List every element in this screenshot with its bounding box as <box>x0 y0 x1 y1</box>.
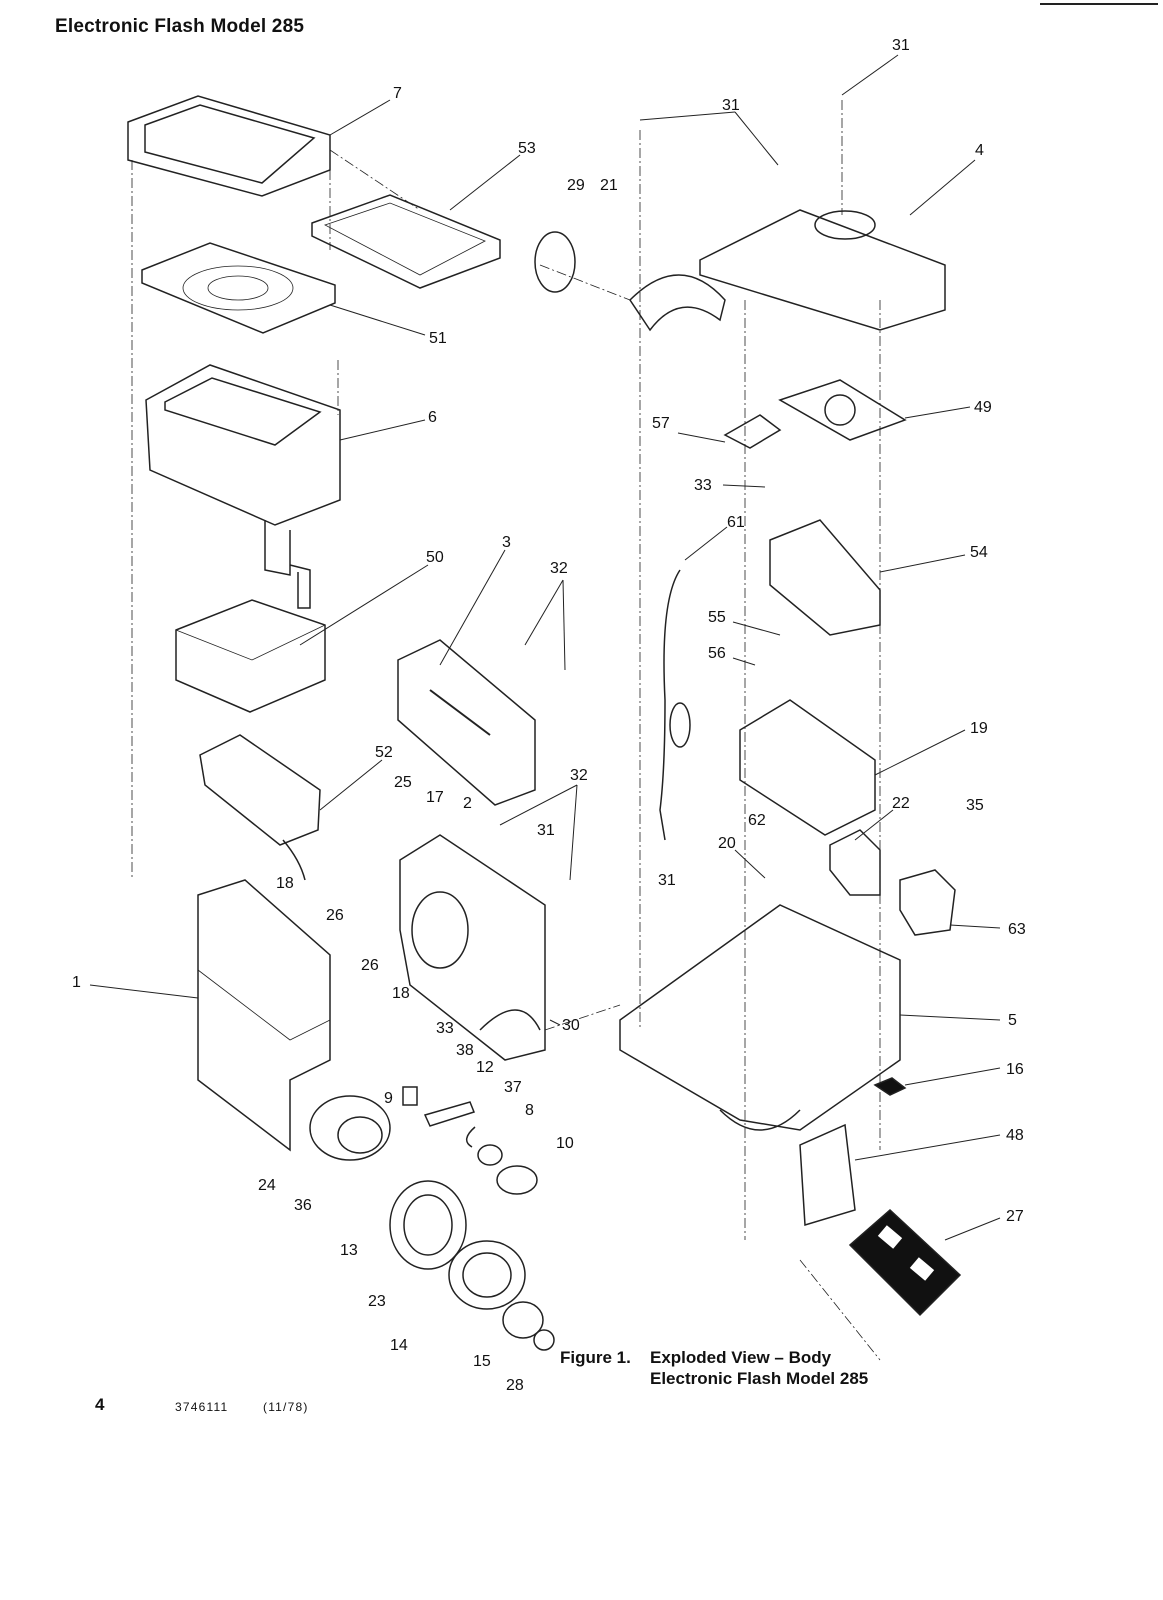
callout-49: 49 <box>974 399 992 416</box>
callout-35: 35 <box>966 797 984 814</box>
part-53-fresnel-grid <box>311 194 501 289</box>
part-4-top-cover <box>629 209 946 332</box>
callout-10: 10 <box>556 1135 574 1152</box>
callout-18-upper: 18 <box>276 875 294 892</box>
callout-29: 29 <box>567 177 585 194</box>
part-3-bracket <box>397 639 536 806</box>
callout-26-upper: 26 <box>326 907 344 924</box>
part-8-button <box>477 1144 503 1166</box>
page-number: 4 <box>95 1395 105 1414</box>
part-51-lens <box>141 242 336 334</box>
callout-50: 50 <box>426 549 444 566</box>
callout-27: 27 <box>1006 1208 1024 1225</box>
part-37-clip <box>466 1126 476 1148</box>
callout-21: 21 <box>600 177 618 194</box>
part-48-cover <box>799 1123 856 1226</box>
callout-38: 38 <box>456 1042 474 1059</box>
figure-caption-line1: Exploded View – Body <box>650 1348 832 1367</box>
callout-14: 14 <box>390 1337 408 1354</box>
callout-56: 56 <box>708 645 726 662</box>
callout-62: 62 <box>748 812 766 829</box>
callout-61: 61 <box>727 514 745 531</box>
callout-25: 25 <box>394 774 412 791</box>
callout-4: 4 <box>975 142 984 159</box>
callout-13: 13 <box>340 1242 358 1259</box>
callout-23: 23 <box>368 1293 386 1310</box>
leader-lines <box>89 54 1001 1241</box>
page-title: Electronic Flash Model 285 <box>55 16 305 37</box>
callout-32-upper: 32 <box>550 560 568 577</box>
callout-24: 24 <box>258 1177 276 1194</box>
callout-5: 5 <box>1008 1012 1017 1029</box>
callout-15: 15 <box>473 1353 491 1370</box>
part-1-body <box>197 879 391 1161</box>
part-52-tray <box>199 734 321 881</box>
part-57-clip <box>723 414 782 449</box>
callout-12: 12 <box>476 1059 494 1076</box>
callout-57: 57 <box>652 415 670 432</box>
callout-16: 16 <box>1006 1061 1024 1078</box>
callout-22: 22 <box>892 795 910 812</box>
callout-32-lower: 32 <box>570 767 588 784</box>
part-6-reflector-housing <box>145 364 341 609</box>
part-61-cord <box>659 569 681 841</box>
callout-9: 9 <box>384 1090 393 1107</box>
part-13-ring <box>389 1180 467 1270</box>
callout-28: 28 <box>506 1377 524 1394</box>
callout-31-top-right: 31 <box>892 37 910 54</box>
callout-18-lower: 18 <box>392 985 410 1002</box>
document-date: (11/78) <box>263 1400 309 1414</box>
part-5-base <box>619 904 901 1131</box>
part-7-bezel <box>127 95 331 197</box>
part-27-card <box>848 1208 962 1317</box>
callout-33-left: 33 <box>436 1020 454 1037</box>
callout-31-lower-right: 31 <box>658 872 676 889</box>
part-12-lever <box>423 1101 475 1127</box>
callout-26-lower: 26 <box>361 957 379 974</box>
callout-53: 53 <box>518 140 536 157</box>
part-10-gear <box>496 1165 538 1195</box>
callout-36: 36 <box>294 1197 312 1214</box>
callout-1: 1 <box>72 974 81 991</box>
figure-caption-label: Figure 1. <box>560 1348 631 1367</box>
callout-6: 6 <box>428 409 437 426</box>
part-28-disc <box>533 1329 555 1351</box>
callout-17: 17 <box>426 789 444 806</box>
callout-37: 37 <box>504 1079 522 1096</box>
part-9-post <box>402 1086 418 1106</box>
callout-8: 8 <box>525 1102 534 1119</box>
callout-33-right: 33 <box>694 477 712 494</box>
assembly-lines <box>131 100 881 1361</box>
callout-55: 55 <box>708 609 726 626</box>
document-code: 3746111 <box>175 1400 229 1414</box>
callout-30: 30 <box>562 1017 580 1034</box>
callout-31-top-center: 31 <box>722 97 740 114</box>
part-54-battery-box <box>769 519 881 636</box>
part-19-contact-box <box>739 699 876 836</box>
part-15-knob <box>502 1301 544 1339</box>
callout-7: 7 <box>393 85 402 102</box>
callout-3: 3 <box>502 534 511 551</box>
callout-19: 19 <box>970 720 988 737</box>
callout-51: 51 <box>429 330 447 347</box>
top-rule <box>1040 3 1158 5</box>
part-49-socket-plate <box>778 379 907 441</box>
figure-caption-line2: Electronic Flash Model 285 <box>650 1369 868 1388</box>
part-14-dial <box>448 1240 526 1310</box>
callout-2: 2 <box>463 795 472 812</box>
part-61-cord-loop <box>669 702 691 748</box>
callout-48: 48 <box>1006 1127 1024 1144</box>
part-16-pad <box>873 1077 907 1096</box>
callout-54: 54 <box>970 544 988 561</box>
part-50-filter <box>175 599 326 713</box>
callout-31-left: 31 <box>537 822 555 839</box>
callout-20: 20 <box>718 835 736 852</box>
part-63-connector <box>899 869 956 936</box>
callout-52: 52 <box>375 744 393 761</box>
part-29-disc <box>534 231 576 293</box>
part-2-frame <box>399 834 546 1061</box>
callout-63: 63 <box>1008 921 1026 938</box>
